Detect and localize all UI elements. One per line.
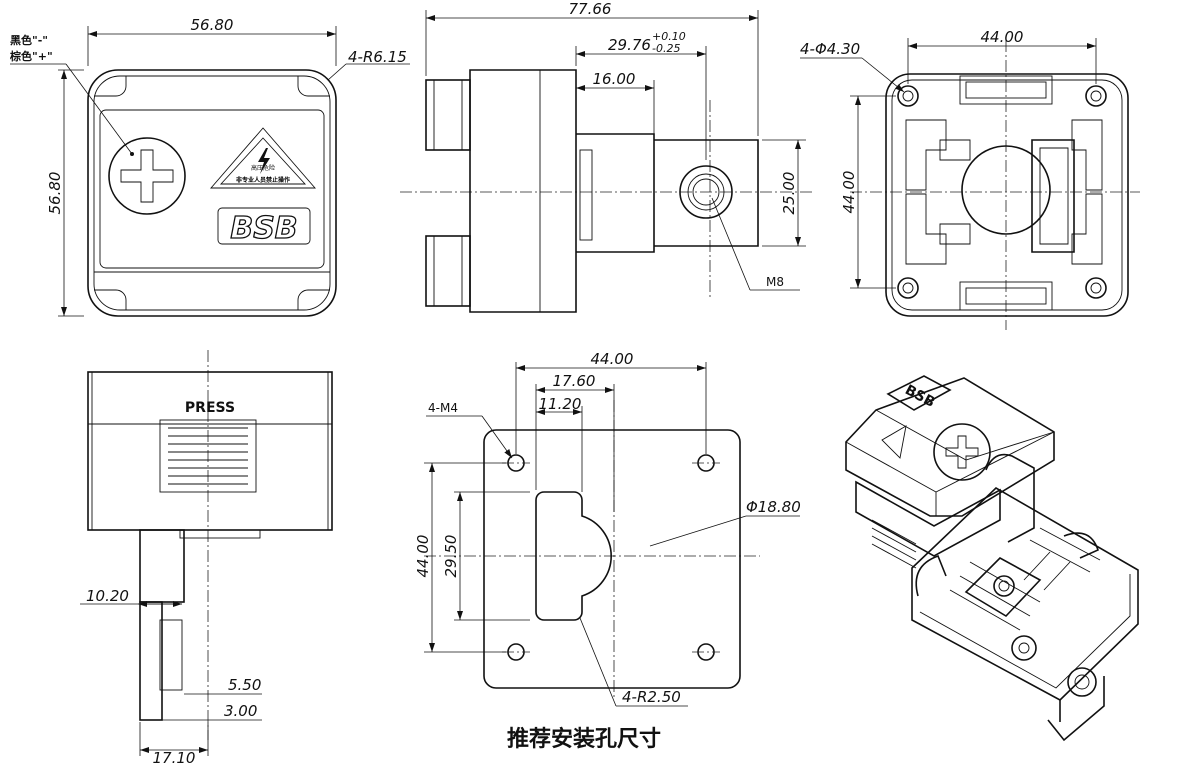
- warning-text-1: 高压危险: [251, 164, 275, 172]
- cutout-caption: 推荐安装孔尺寸: [507, 726, 661, 752]
- warning-text-2: 非专业人员禁止操作: [236, 176, 290, 184]
- side-offset-dim: 29.76: [608, 36, 651, 54]
- bottom-dim-b: 5.50: [228, 676, 261, 694]
- front-height-dim: 56.80: [46, 172, 64, 215]
- side-tol-lower: -0.25: [652, 42, 680, 55]
- rear-height-dim: 44.00: [840, 171, 858, 214]
- cutout-diameter: Φ18.80: [746, 498, 801, 516]
- iso-ribs: [871, 519, 917, 569]
- cutout-dim-17: 17.60: [553, 372, 596, 390]
- cutout-height-dim: 44.00: [414, 535, 432, 578]
- rear-view: 44.00 44.00 4-Φ4.30: [800, 28, 1140, 330]
- cutout-cut-height: 29.50: [442, 535, 460, 578]
- side-tol-upper: +0.10: [652, 30, 686, 43]
- cutout-width-dim: 44.00: [591, 350, 634, 368]
- cutout-dim-11: 11.20: [539, 395, 582, 413]
- high-voltage-warning-icon: [210, 127, 316, 189]
- cutout-radius-dim: 4-R2.50: [622, 688, 681, 706]
- polarity-minus-label: 黑色"-": [10, 33, 48, 47]
- bottom-dim-a: 10.20: [86, 587, 129, 605]
- isometric-view: BSB: [845, 375, 1139, 742]
- side-view: 77.66 29.76 +0.10 -0.25 16.00 25.00 M8: [400, 0, 812, 313]
- bottom-view: PRESS 10.20 5.50 3.00 17.10: [80, 350, 333, 767]
- front-radius-dim: 4-R6.15: [348, 48, 407, 66]
- side-thread-label: M8: [766, 275, 784, 289]
- socket-grid: [949, 527, 1101, 631]
- cutout-thread-spec: 4-M4: [428, 401, 458, 415]
- rear-hole-spec: 4-Φ4.30: [800, 40, 860, 58]
- front-view: 高压危险 非专业人员禁止操作 BSB 56.80 56.80 4-R6.15 黑…: [9, 16, 410, 317]
- front-width-dim: 56.80: [191, 16, 234, 34]
- press-label: PRESS: [185, 400, 235, 416]
- rear-width-dim: 44.00: [981, 28, 1024, 46]
- iso-plus-icon: [933, 423, 991, 481]
- side-shaft-dim: 16.00: [593, 70, 636, 88]
- press-ribs: [168, 427, 248, 485]
- plus-terminal-icon: [108, 137, 186, 215]
- front-logo: BSB: [230, 211, 297, 246]
- bottom-dim-d: 17.10: [153, 749, 196, 767]
- cutout-view: 44.00 17.60 11.20 4-M4 Φ18.80 44.00 29.5…: [414, 350, 801, 752]
- side-overall-dim: 77.66: [569, 0, 612, 18]
- polarity-plus-label: 棕色"+": [9, 49, 53, 63]
- side-height-dim: 25.00: [780, 172, 798, 215]
- bottom-dim-c: 3.00: [224, 702, 257, 720]
- iso-warning-icon: [881, 425, 907, 459]
